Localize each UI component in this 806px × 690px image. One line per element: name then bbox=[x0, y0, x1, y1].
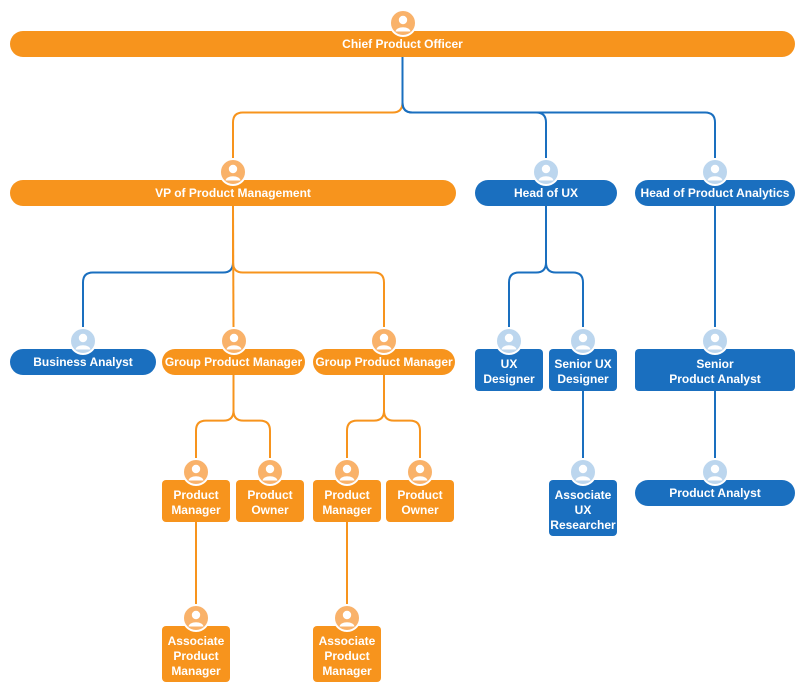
connector-cpo-vp_pm bbox=[232, 57, 404, 158]
person-icon bbox=[256, 458, 284, 486]
node-product-owner-2[interactable]: Product Owner bbox=[386, 480, 454, 522]
connector-head_ux-ux_designer bbox=[508, 206, 547, 327]
connector-head_ux-senior_ux_designer bbox=[545, 206, 584, 327]
connector-gpm_1-pm_1 bbox=[195, 375, 235, 458]
node-group-product-manager-2[interactable]: Group Product Manager bbox=[313, 349, 455, 375]
node-business-analyst[interactable]: Business Analyst bbox=[10, 349, 156, 375]
node-senior-product-analyst[interactable]: Senior Product Analyst bbox=[635, 349, 795, 391]
node-product-manager-2[interactable]: Product Manager bbox=[313, 480, 381, 522]
person-icon bbox=[370, 327, 398, 355]
node-product-owner-1[interactable]: Product Owner bbox=[236, 480, 304, 522]
person-icon bbox=[69, 327, 97, 355]
person-icon bbox=[219, 158, 247, 186]
person-icon bbox=[333, 604, 361, 632]
node-senior-ux-designer[interactable]: Senior UX Designer bbox=[549, 349, 617, 391]
person-icon bbox=[701, 158, 729, 186]
connector-cpo-head_ux bbox=[401, 57, 547, 158]
node-vp-product-management[interactable]: VP of Product Management bbox=[10, 180, 456, 206]
person-icon bbox=[569, 458, 597, 486]
node-associate-product-manager-2[interactable]: Associate Product Manager bbox=[313, 626, 381, 682]
person-icon bbox=[333, 458, 361, 486]
person-icon bbox=[182, 458, 210, 486]
person-icon bbox=[406, 458, 434, 486]
person-icon bbox=[182, 604, 210, 632]
node-ux-designer[interactable]: UX Designer bbox=[475, 349, 543, 391]
person-icon bbox=[701, 327, 729, 355]
connector-gpm_2-po_2 bbox=[383, 375, 421, 458]
connector-vp_pm-business_analyst bbox=[82, 206, 234, 327]
connector-gpm_2-pm_2 bbox=[346, 375, 385, 458]
connector-vp_pm-gpm_2 bbox=[232, 206, 385, 327]
node-associate-product-manager-1[interactable]: Associate Product Manager bbox=[162, 626, 230, 682]
node-associate-ux-researcher[interactable]: Associate UX Researcher bbox=[549, 480, 617, 536]
node-chief-product-officer[interactable]: Chief Product Officer bbox=[10, 31, 795, 57]
person-icon bbox=[532, 158, 560, 186]
connector-cpo-head_pa bbox=[401, 57, 716, 158]
node-product-manager-1[interactable]: Product Manager bbox=[162, 480, 230, 522]
person-icon bbox=[219, 327, 248, 355]
person-icon bbox=[701, 458, 729, 486]
person-icon bbox=[569, 327, 597, 355]
person-icon bbox=[388, 9, 417, 37]
person-icon bbox=[495, 327, 523, 355]
connector-gpm_1-po_1 bbox=[232, 375, 271, 458]
